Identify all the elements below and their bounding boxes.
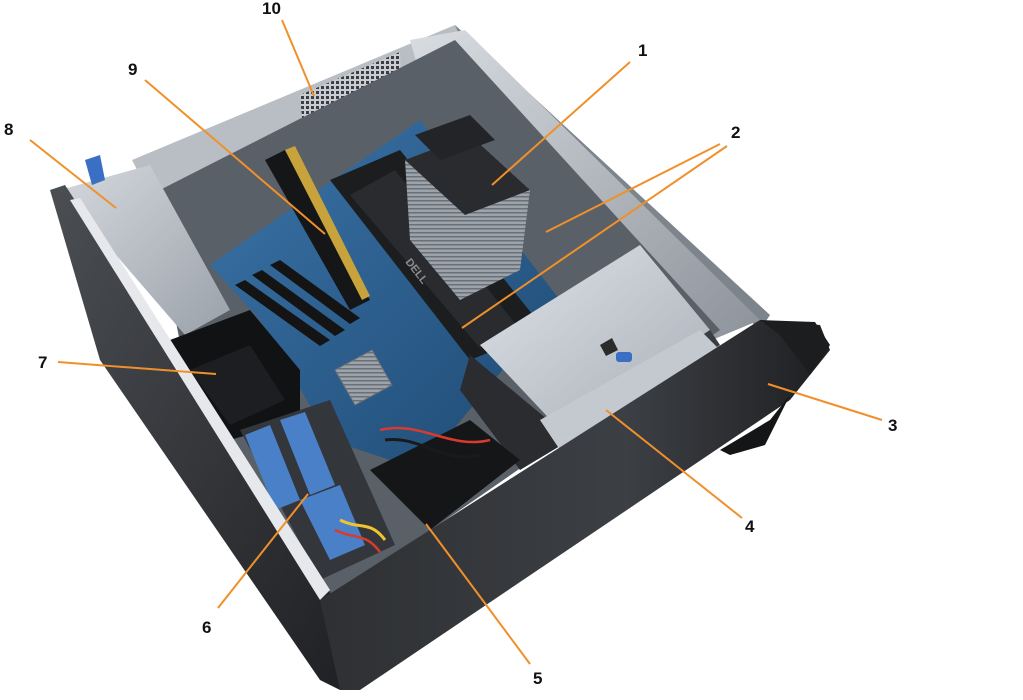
leader-line-3 xyxy=(767,383,883,421)
front-fan-area xyxy=(370,420,520,530)
leader-line-6 xyxy=(217,493,309,609)
leader-line-2b xyxy=(461,145,728,329)
leader-line-4 xyxy=(605,409,743,519)
leader-lines xyxy=(29,19,883,665)
leader-line-8 xyxy=(29,139,117,209)
chipset-heatsink xyxy=(334,349,393,406)
pcie-slots xyxy=(235,260,360,346)
callout-7: 7 xyxy=(38,353,48,372)
chassis-side-wall xyxy=(50,185,340,690)
leader-line-1 xyxy=(491,61,631,186)
expansion-card xyxy=(265,150,370,310)
callout-5: 5 xyxy=(533,669,543,688)
drive-carriers xyxy=(240,400,395,580)
callout-2: 2 xyxy=(731,123,741,142)
leader-line-9 xyxy=(144,79,326,235)
leader-line-7 xyxy=(57,361,217,375)
drive-bay-cage xyxy=(460,245,730,470)
leader-line-5 xyxy=(425,523,531,665)
leader-line-2a xyxy=(545,143,721,233)
callout-8: 8 xyxy=(4,120,14,139)
drive-release-latch xyxy=(616,352,632,362)
callout-10: 10 xyxy=(262,0,281,18)
callout-9: 9 xyxy=(128,60,138,79)
processor-heatsink xyxy=(405,115,530,300)
leader-line-10 xyxy=(281,19,315,97)
callout-3: 3 xyxy=(888,416,898,435)
callout-4: 4 xyxy=(745,517,755,536)
front-bezel xyxy=(320,320,830,690)
callout-1: 1 xyxy=(638,41,648,60)
power-supply-unit xyxy=(60,155,230,335)
callout-6: 6 xyxy=(202,618,212,637)
